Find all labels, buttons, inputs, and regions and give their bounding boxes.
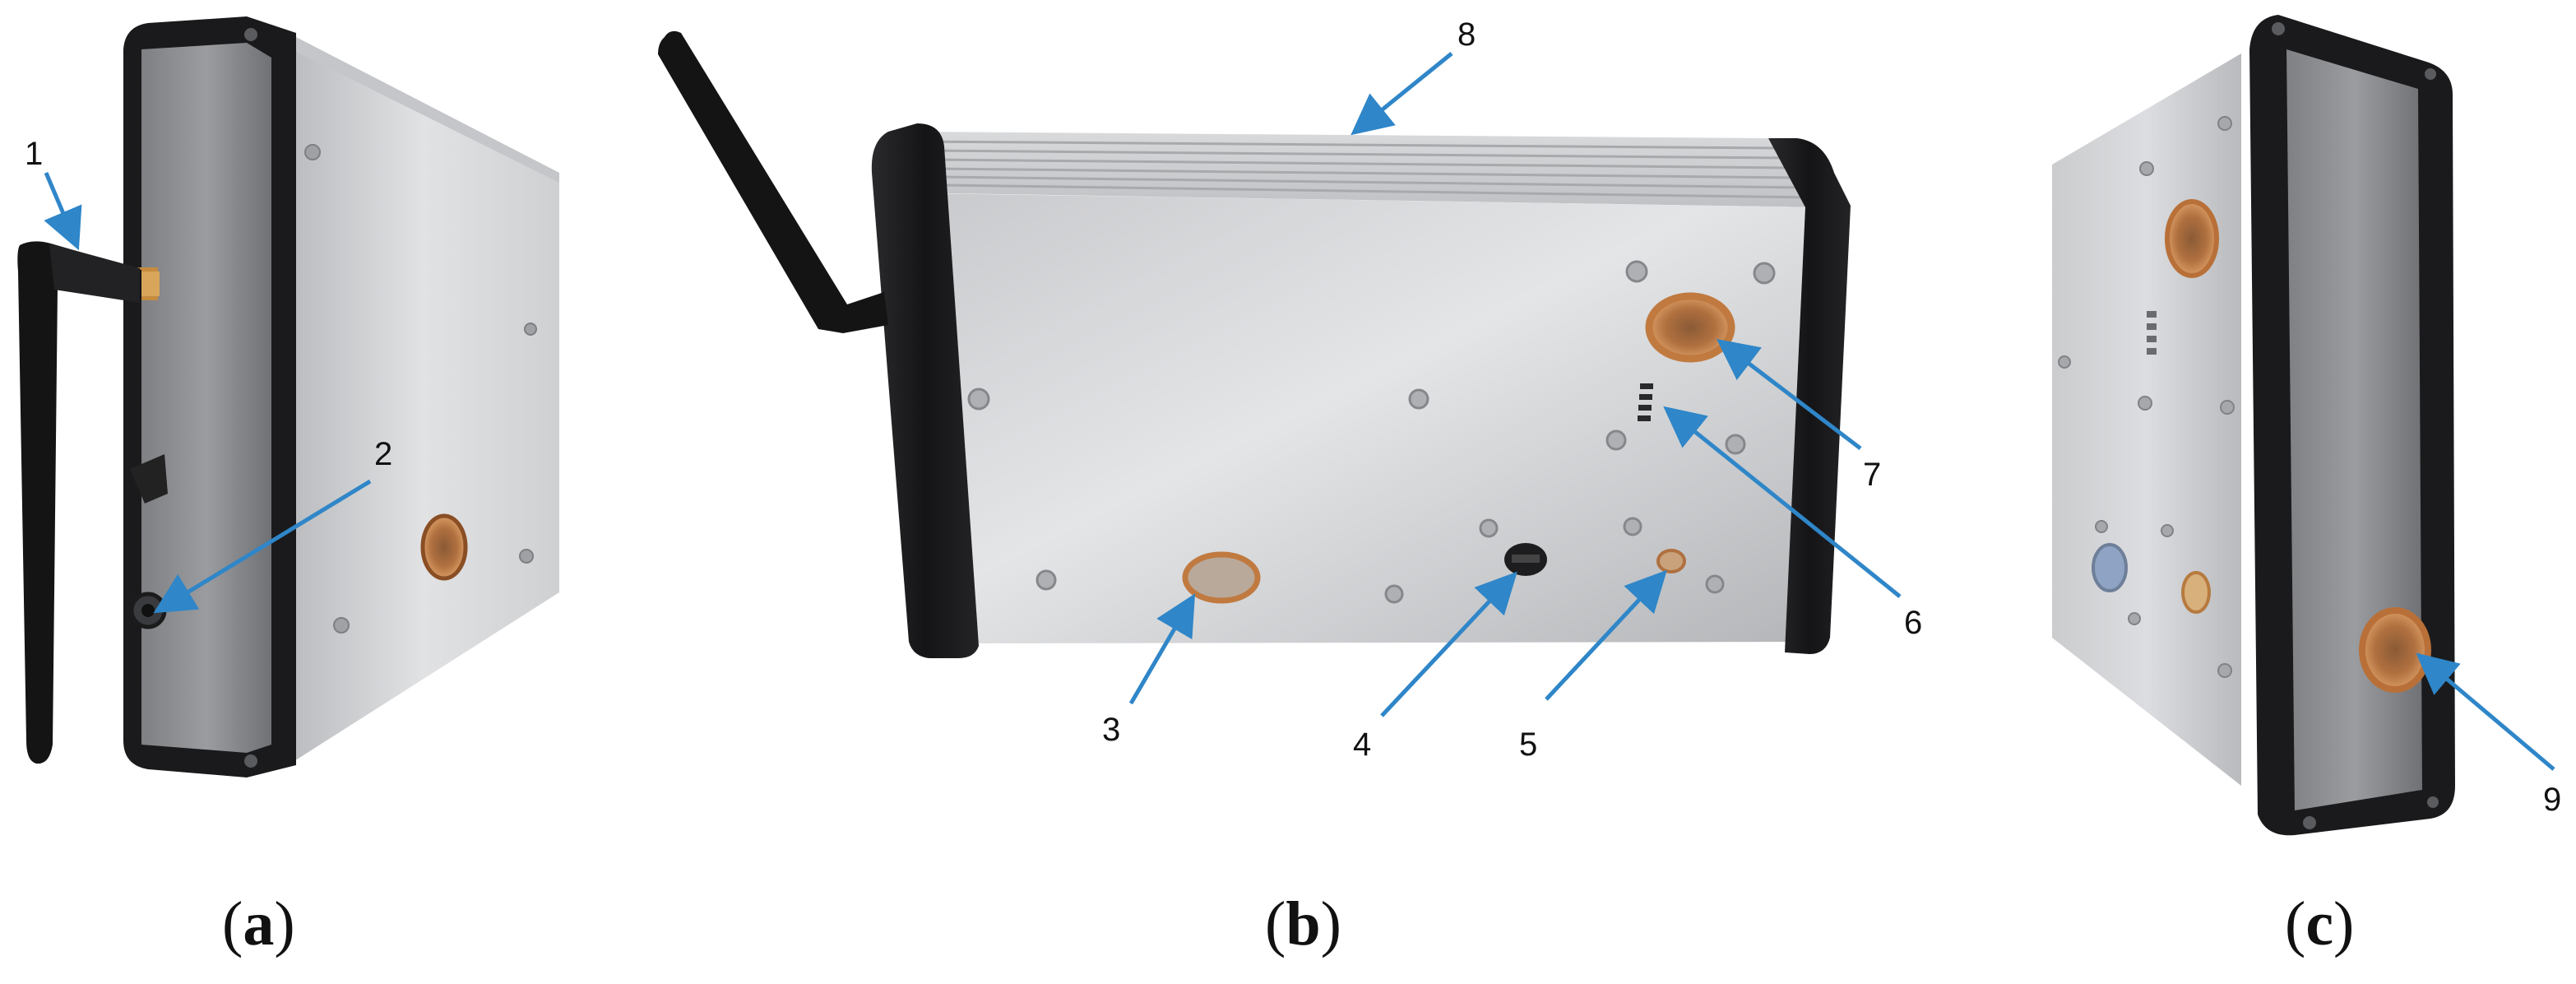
screw-icon bbox=[1705, 574, 1725, 594]
sensor-9 bbox=[2359, 607, 2431, 693]
panel-a-aluminum-side bbox=[288, 33, 559, 765]
caption-c: (c) bbox=[2285, 889, 2354, 958]
panel-b-aluminum-face bbox=[929, 193, 1822, 643]
arrow-6 bbox=[1663, 406, 1902, 598]
caption-b: (b) bbox=[1265, 889, 1341, 958]
panel-c-face-plate bbox=[2286, 49, 2422, 810]
caption-a: (a) bbox=[222, 889, 295, 958]
screw-icon bbox=[1605, 429, 1627, 451]
panel-b-ribs bbox=[919, 140, 1810, 199]
callout-1: 1 bbox=[25, 136, 43, 172]
panel-b-left-end-cap bbox=[871, 123, 979, 658]
callout-8: 8 bbox=[1457, 16, 1476, 53]
screw-icon bbox=[244, 754, 257, 768]
screw-icon bbox=[2425, 68, 2436, 80]
sensor-4 bbox=[1512, 555, 1540, 563]
screw-icon bbox=[2058, 355, 2071, 369]
antenna bbox=[17, 241, 142, 764]
panel-c-led-strip bbox=[2147, 311, 2157, 355]
sensor-5 bbox=[1656, 549, 1686, 573]
panel-a-sensor-port bbox=[420, 513, 468, 581]
screw-icon bbox=[2220, 400, 2235, 415]
panel-captions: (a) (b) (c) bbox=[222, 889, 2354, 958]
arrow-4 bbox=[1380, 571, 1517, 717]
screw-icon bbox=[524, 323, 537, 336]
screw-icon bbox=[1035, 569, 1057, 591]
panel-a-photo bbox=[17, 16, 559, 777]
screw-icon bbox=[1623, 517, 1642, 536]
screw-icon bbox=[2217, 663, 2232, 678]
arrow-1 bbox=[44, 172, 82, 251]
arrow-8 bbox=[1351, 52, 1453, 136]
callout-2: 2 bbox=[374, 436, 392, 472]
power-lever bbox=[130, 454, 168, 504]
arrow-2 bbox=[153, 479, 372, 614]
callout-labels: 1 2 3 4 5 6 7 8 9 bbox=[25, 16, 2561, 818]
antenna bbox=[658, 30, 888, 333]
power-jack bbox=[141, 604, 155, 617]
callout-3: 3 bbox=[1102, 712, 1120, 748]
panel-c-sensor-port bbox=[2165, 199, 2219, 278]
screw-icon bbox=[333, 617, 350, 634]
screw-icon bbox=[967, 388, 990, 411]
arrow-9 bbox=[2416, 652, 2555, 771]
sensor-6 bbox=[1638, 383, 1653, 421]
sensor-3 bbox=[1182, 551, 1261, 604]
screw-icon bbox=[244, 28, 257, 41]
screw-icon bbox=[1753, 262, 1776, 285]
arrow-5 bbox=[1545, 569, 1667, 701]
callout-7: 7 bbox=[1863, 457, 1881, 493]
callout-5: 5 bbox=[1519, 726, 1537, 763]
screw-icon bbox=[2095, 520, 2108, 533]
screw-icon bbox=[2139, 161, 2154, 176]
screw-icon bbox=[1384, 584, 1404, 604]
callout-9: 9 bbox=[2543, 782, 2561, 818]
antenna-hinge bbox=[49, 244, 140, 303]
sensor-7 bbox=[1645, 292, 1735, 363]
panel-b-photo bbox=[658, 30, 1851, 658]
screw-icon bbox=[519, 549, 534, 564]
panel-c-photo bbox=[2052, 15, 2455, 836]
screw-icon bbox=[2128, 612, 2141, 625]
screw-icon bbox=[2217, 116, 2232, 131]
screw-icon bbox=[2272, 22, 2285, 35]
panel-b-right-end-cap bbox=[1768, 138, 1851, 654]
callout-6: 6 bbox=[1904, 605, 1922, 641]
arrow-7 bbox=[1717, 338, 1862, 450]
panel-c-small-sensor bbox=[2181, 571, 2211, 614]
screw-icon bbox=[2138, 396, 2152, 411]
screw-icon bbox=[1725, 434, 1746, 455]
arrow-3 bbox=[1128, 593, 1196, 705]
screw-icon bbox=[304, 144, 321, 160]
panel-a-top-edge bbox=[288, 33, 559, 183]
screw-icon bbox=[2161, 524, 2174, 537]
panel-a-face-plate bbox=[141, 43, 271, 753]
callout-4: 4 bbox=[1353, 726, 1371, 763]
screw-icon bbox=[2427, 796, 2439, 808]
panel-c-light-sensor bbox=[2092, 543, 2128, 592]
callout-arrows bbox=[44, 52, 2555, 771]
screw-icon bbox=[1479, 518, 1499, 538]
screw-icon bbox=[1408, 388, 1429, 410]
antenna-connector bbox=[138, 272, 160, 296]
screw-icon bbox=[2303, 816, 2316, 829]
screw-icon bbox=[1625, 260, 1648, 283]
